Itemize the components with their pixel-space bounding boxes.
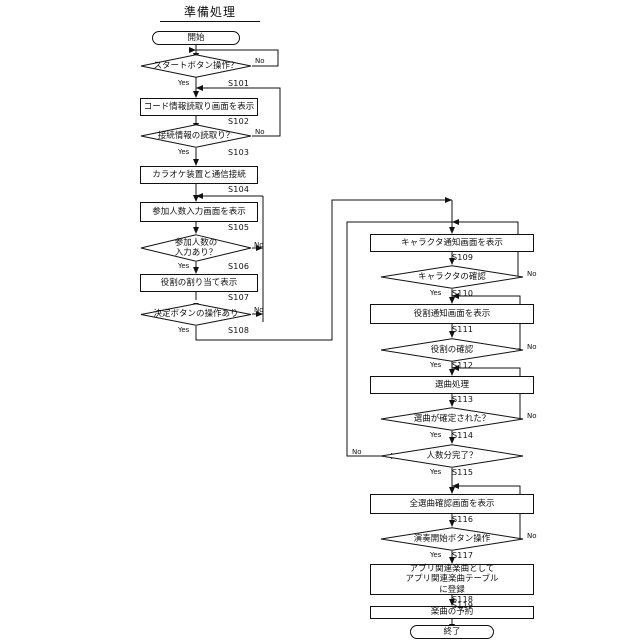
node-s115-label: 人数分完了？ (426, 450, 478, 461)
branch-s101-yes: Yes (178, 79, 190, 87)
branch-s108-no: No (254, 306, 264, 314)
node-end: 終了 (410, 625, 494, 639)
step-s119: S119 (452, 601, 474, 610)
node-s117: 演奏開始ボタン操作 (380, 527, 524, 551)
step-s103: S103 (228, 148, 250, 157)
node-s109: キャラクタ通知画面を表示 (370, 234, 534, 252)
node-s111: 役割通知画面を表示 (370, 304, 534, 324)
node-s114-label: 選曲が確定された？ (413, 413, 491, 424)
branch-s106-no: No (254, 241, 264, 249)
node-s104: カラオケ装置と通信接続 (140, 166, 258, 184)
node-s113-label: 選曲処理 (434, 379, 469, 390)
node-s112: 役割の確認 (380, 338, 524, 362)
node-s108: 決定ボタンの操作あり (140, 303, 252, 326)
branch-s103-no: No (255, 128, 265, 136)
node-s113: 選曲処理 (370, 376, 534, 394)
step-s101: S101 (228, 79, 250, 88)
node-s112-label: 役割の確認 (430, 344, 474, 355)
node-s119: 楽曲の予約 (370, 606, 534, 619)
node-s106: 参加人数の 入力あり？ (140, 234, 252, 262)
branch-s114-yes: Yes (430, 431, 442, 439)
step-s107: S107 (228, 293, 250, 302)
branch-s115-no: No (352, 448, 362, 456)
node-s119-label: 楽曲の予約 (430, 607, 474, 618)
node-s106-label: 参加人数の 入力あり？ (174, 237, 218, 258)
branch-s112-no: No (527, 343, 537, 351)
step-s114: S114 (452, 431, 474, 440)
branch-s112-yes: Yes (430, 361, 442, 369)
node-s114: 選曲が確定された？ (380, 407, 524, 431)
step-s110: S110 (452, 289, 474, 298)
node-end-label: 終了 (443, 626, 461, 637)
branch-s117-no: No (527, 532, 537, 540)
branch-s117-yes: Yes (430, 551, 442, 559)
branch-s103-yes: Yes (178, 148, 190, 156)
step-s105: S105 (228, 223, 250, 232)
node-s116-label: 全選曲確認画面を表示 (409, 498, 495, 509)
node-start-label: 開始 (187, 32, 205, 43)
branch-s110-yes: Yes (430, 289, 442, 297)
branch-s114-no: No (527, 412, 537, 420)
node-s107-label: 役割の割り当て表示 (160, 277, 238, 288)
node-s111-label: 役割通知画面を表示 (413, 308, 491, 319)
diagram-title: 準備処理 (160, 3, 260, 22)
node-s115: 人数分完了？ (380, 444, 524, 468)
step-s116: S116 (452, 515, 474, 524)
node-s102-label: コード情報読取り画面を表示 (143, 101, 255, 112)
node-s110: キャラクタの確認 (380, 265, 524, 289)
node-s105-label: 参加人数入力画面を表示 (152, 206, 246, 217)
branch-s108-yes: Yes (178, 326, 190, 334)
step-s112: S112 (452, 361, 474, 370)
node-s117-label: 演奏開始ボタン操作 (413, 533, 491, 544)
branch-s101-no: No (255, 57, 265, 65)
step-s117: S117 (452, 551, 474, 560)
node-s101-label: スタートボタン操作？ (153, 60, 239, 71)
node-s103: 接続情報の読取り？ (140, 124, 252, 148)
step-s102: S102 (228, 117, 250, 126)
step-s104: S104 (228, 185, 250, 194)
branch-s106-yes: Yes (178, 262, 190, 270)
step-s115: S115 (452, 468, 474, 477)
node-s118-label: アプリ関連楽曲として アプリ関連楽曲テーブル に登録 (405, 563, 499, 595)
step-s113: S113 (452, 395, 474, 404)
node-s110-label: キャラクタの確認 (418, 271, 486, 282)
node-s109-label: キャラクタ通知画面を表示 (401, 237, 503, 248)
node-s104-label: カラオケ装置と通信接続 (152, 169, 246, 180)
node-s105: 参加人数入力画面を表示 (140, 202, 258, 222)
step-s118: S118 (452, 595, 474, 604)
node-s101: スタートボタン操作？ (140, 54, 252, 78)
node-s102: コード情報読取り画面を表示 (140, 98, 258, 116)
step-s111: S111 (452, 325, 474, 334)
node-start: 開始 (152, 31, 240, 45)
node-s107: 役割の割り当て表示 (140, 274, 258, 292)
step-s109: S109 (452, 253, 474, 262)
step-s106: S106 (228, 262, 250, 271)
node-s108-label: 決定ボタンの操作あり (153, 309, 239, 320)
node-s116: 全選曲確認画面を表示 (370, 494, 534, 514)
node-s103-label: 接続情報の読取り？ (157, 130, 235, 141)
step-s108: S108 (228, 326, 250, 335)
branch-s115-yes: Yes (430, 468, 442, 476)
node-s118: アプリ関連楽曲として アプリ関連楽曲テーブル に登録 (370, 564, 534, 595)
branch-s110-no: No (527, 270, 537, 278)
